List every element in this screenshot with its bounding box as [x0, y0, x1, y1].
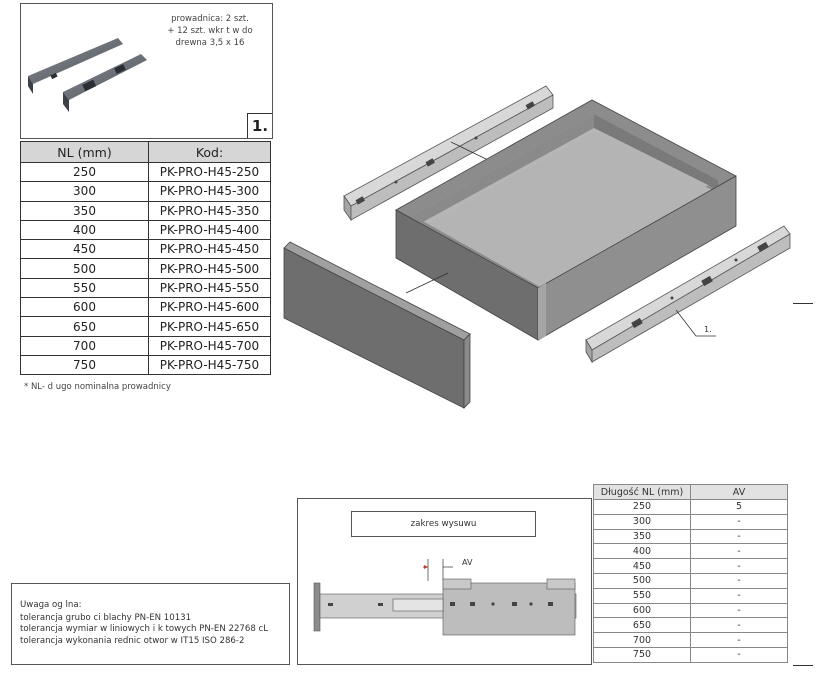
table-cell: 550 [593, 587, 691, 604]
table-cell: - [690, 528, 788, 545]
table-cell: 700 [20, 335, 149, 356]
drawer-isometric-drawing: 1. [283, 85, 791, 409]
notes-line: tolerancja wymiar w liniowych i k towych… [20, 624, 269, 635]
table-header-row: NL (mm) Kod: [20, 141, 271, 163]
table-cell: 650 [20, 316, 149, 337]
table-cell: PK-PRO-H45-250 [148, 161, 271, 183]
photo-caption: prowadnica: 2 szt. + 12 szt. wkr t w do … [167, 14, 253, 48]
table-cell: 350 [20, 200, 149, 221]
table-header-row: Długość NL (mm) AV [593, 484, 788, 500]
left-slide-rail [343, 85, 554, 222]
notes-title: Uwaga og lna: [20, 600, 82, 610]
table-cell: 600 [20, 297, 149, 318]
column-header-nl: NL (mm) [20, 141, 149, 163]
table-cell: PK-PRO-H45-550 [148, 277, 271, 299]
table-cell: - [690, 587, 788, 604]
table-cell: 550 [20, 277, 149, 299]
table-cell: 250 [593, 499, 691, 515]
table-cell: 300 [20, 181, 149, 202]
drawer-front-panel [283, 241, 471, 409]
nl-footnote: * NL- d ugo nominalna prowadnicy [24, 382, 171, 392]
right-slide-rail [585, 225, 791, 364]
table-cell: 500 [593, 572, 691, 589]
rail-callout-label: 1. [704, 325, 712, 334]
table-cell: PK-PRO-H45-600 [148, 297, 271, 318]
table-row: 300- [593, 513, 788, 530]
table-cell: PK-PRO-H45-500 [148, 258, 271, 279]
table-cell: - [690, 646, 788, 663]
column-header-length: Długość NL (mm) [593, 484, 691, 500]
table-cell: 400 [593, 543, 691, 560]
table-cell: PK-PRO-H45-350 [148, 200, 271, 221]
table-cell: 300 [593, 513, 691, 530]
table-cell: 450 [593, 558, 691, 574]
tolerance-notes: Uwaga og lna: tolerancja grubo ci blachy… [11, 583, 290, 665]
column-header-av: AV [690, 484, 788, 500]
table-cell: 750 [20, 354, 149, 376]
table-cell: - [690, 602, 788, 619]
table-cell: 600 [593, 602, 691, 619]
table-row: 700- [593, 632, 788, 648]
table-row: 550- [593, 587, 788, 604]
table-row: 750- [593, 646, 788, 663]
table-cell: PK-PRO-H45-450 [148, 239, 271, 260]
table-cell: 400 [20, 219, 149, 241]
product-photo-box: prowadnica: 2 szt. + 12 szt. wkr t w do … [20, 3, 273, 139]
table-row: 600- [593, 602, 788, 619]
table-row: 400- [593, 543, 788, 560]
table-cell: 650 [593, 617, 691, 634]
table-cell: - [690, 572, 788, 589]
photo-badge: 1. [247, 113, 272, 138]
extension-diagram: zakres wysuwu AV [297, 498, 592, 665]
table-cell: PK-PRO-H45-650 [148, 316, 271, 337]
table-cell: PK-PRO-H45-750 [148, 354, 271, 376]
drawer-box [395, 99, 737, 341]
table-cell: - [690, 632, 788, 648]
table-cell: - [690, 513, 788, 530]
column-header-code: Kod: [148, 141, 271, 163]
notes-line: tolerancja grubo ci blachy PN-EN 10131 [20, 613, 192, 624]
edge-mark-bottom [793, 665, 813, 666]
table-cell: PK-PRO-H45-300 [148, 181, 271, 202]
table-cell: 500 [20, 258, 149, 279]
table-row: 650- [593, 617, 788, 634]
slide-photo-icon [28, 38, 147, 112]
notes-line: tolerancja wykonania rednic otwor w IT15… [20, 635, 245, 646]
table-cell: 450 [20, 239, 149, 260]
table-cell: - [690, 543, 788, 560]
table-row: 450- [593, 558, 788, 574]
table-row: 350- [593, 528, 788, 545]
slide-profile-drawing: AV [313, 558, 577, 636]
table-cell: PK-PRO-H45-700 [148, 335, 271, 356]
table-cell: - [690, 558, 788, 574]
table-cell: 700 [593, 632, 691, 648]
extension-range-label: zakres wysuwu [351, 511, 536, 537]
table-cell: - [690, 617, 788, 634]
table-row: 500- [593, 572, 788, 589]
table-cell: PK-PRO-H45-400 [148, 219, 271, 241]
table-cell: 750 [593, 646, 691, 663]
table-cell: 350 [593, 528, 691, 545]
av-dimension-label: AV [462, 558, 473, 567]
table-cell: 5 [690, 499, 788, 515]
table-cell: 250 [20, 161, 149, 183]
edge-mark [793, 303, 813, 304]
